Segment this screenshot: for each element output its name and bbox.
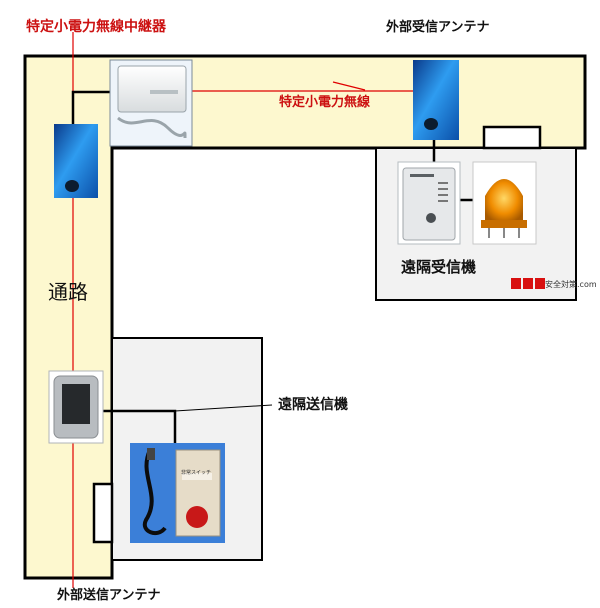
corridor-label: 通路 xyxy=(48,280,88,304)
receiver-unit-icon xyxy=(397,161,461,245)
relay-box-icon xyxy=(109,59,193,147)
brand-mark-text: 安全対策.com xyxy=(545,280,597,289)
transmitter-pointer xyxy=(174,404,273,412)
cable-relay-to-antenna xyxy=(71,90,110,124)
remote-receiver-label: 遠隔受信機 xyxy=(401,258,477,276)
brand-mark-logo xyxy=(511,278,545,289)
radio-link-label: 特定小電力無線 xyxy=(279,95,371,110)
switch-label-text: 非常スイッチ xyxy=(181,470,212,476)
receive-antenna-label: 外部受信アンテナ xyxy=(386,20,490,35)
cable-antenna-to-switch xyxy=(102,409,177,443)
antenna-panel-icon xyxy=(413,60,459,140)
transmit-antenna-label: 外部送信アンテナ xyxy=(57,588,161,603)
radio-line-pointer xyxy=(332,81,366,91)
emergency-stop-switch-icon xyxy=(130,443,225,543)
door-symbol-transmitter xyxy=(92,482,114,544)
antenna-panel-icon-corridor xyxy=(54,124,98,198)
rotating-lamp-icon xyxy=(472,161,537,245)
transmitter-unit-icon xyxy=(48,370,104,444)
remote-transmitter-label: 遠隔送信機 xyxy=(278,397,348,413)
relay-title-label: 特定小電力無線中継器 xyxy=(26,19,166,35)
door-symbol-receiver xyxy=(482,125,542,150)
corridor-floor xyxy=(23,54,587,580)
